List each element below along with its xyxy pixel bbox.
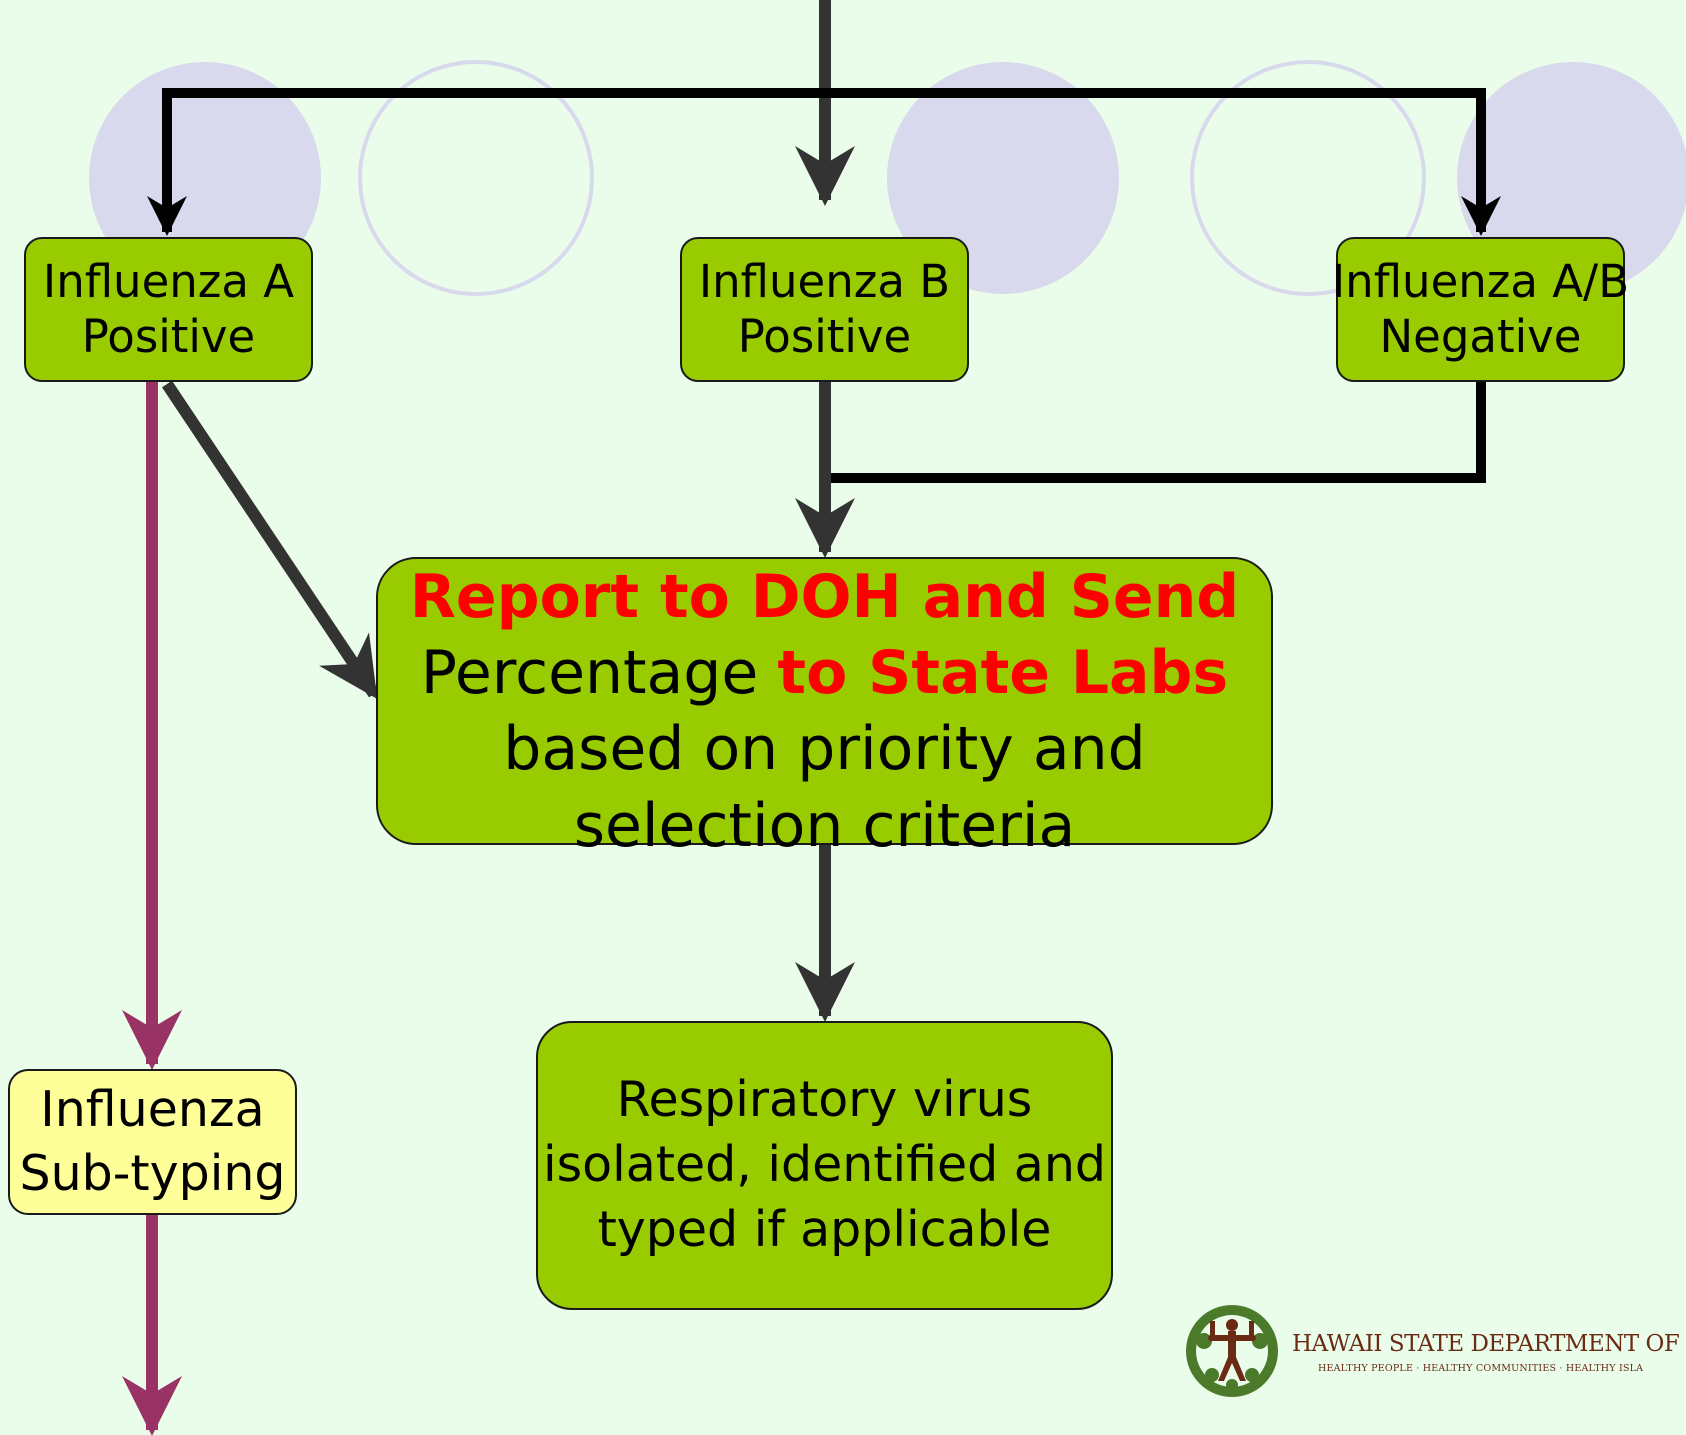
- decorative-circles: [89, 60, 1686, 296]
- node-label: Influenza B: [698, 254, 951, 308]
- decor-circle: [358, 60, 594, 296]
- node-label: based on priority and: [503, 714, 1146, 785]
- node-label: Negative: [1379, 309, 1582, 363]
- node-label: Influenza: [40, 1081, 265, 1139]
- node-label: Report to DOH and Send: [409, 562, 1240, 632]
- decor-circle: [89, 62, 321, 294]
- node-respiratory-virus: Respiratory virus isolated, identified a…: [536, 1021, 1113, 1310]
- node-label-highlight: to State Labs: [777, 638, 1229, 709]
- node-label: selection criteria: [573, 790, 1076, 861]
- split-connector: [162, 88, 1486, 220]
- node-label: Influenza A/B: [1331, 254, 1630, 308]
- decor-circle: [1190, 60, 1426, 296]
- node-influenza-ab-negative: Influenza A/B Negative: [1332, 237, 1629, 382]
- decor-circle: [887, 62, 1119, 294]
- node-influenza-b-positive: Influenza B Positive: [680, 237, 969, 382]
- node-label: Positive: [737, 309, 912, 363]
- node-label: Respiratory virus: [616, 1071, 1033, 1129]
- logo-tagline: HEALTHY PEOPLE · HEALTHY COMMUNITIES · H…: [1318, 1363, 1644, 1374]
- node-label-mixed: Percentage to State Labs: [421, 635, 1228, 711]
- node-report-to-doh: Report to DOH and Send Percentage to Sta…: [376, 557, 1273, 861]
- node-label: Percentage: [420, 638, 778, 709]
- node-influenza-a-positive: Influenza A Positive: [24, 237, 313, 382]
- hawaii-doh-logo: HAWAII STATE DEPARTMENT OF HEA HEALTHY P…: [1182, 1301, 1686, 1401]
- negative-merge-connector: [825, 382, 1486, 483]
- arrow-a-to-report: [162, 380, 379, 699]
- node-label: Positive: [81, 309, 256, 363]
- hawaii-doh-emblem-icon: [1186, 1305, 1278, 1397]
- node-label: Sub-typing: [19, 1145, 286, 1202]
- node-influenza-subtyping: Influenza Sub-typing: [8, 1069, 297, 1215]
- decor-circle: [1457, 62, 1686, 294]
- node-label: isolated, identified and: [543, 1136, 1106, 1194]
- logo-title: HAWAII STATE DEPARTMENT OF HEA: [1292, 1331, 1686, 1357]
- node-label: typed if applicable: [597, 1200, 1052, 1258]
- node-label: Influenza A: [42, 254, 295, 308]
